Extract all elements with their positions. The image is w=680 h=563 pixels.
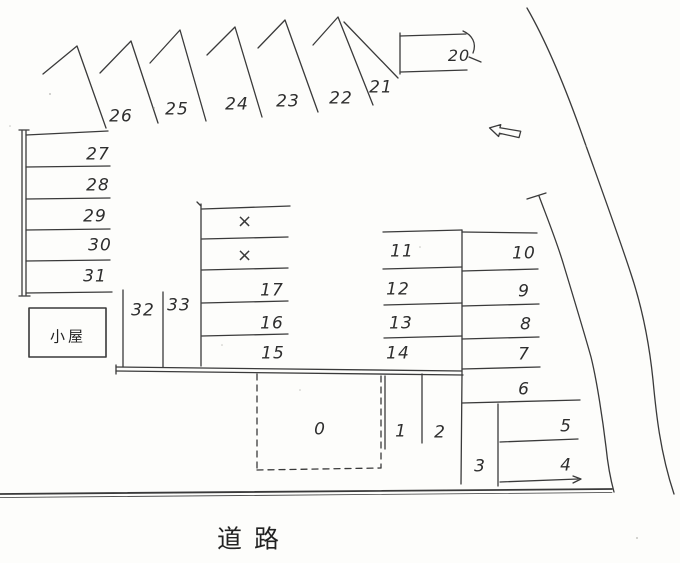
stall-label-28: 28: [86, 175, 110, 196]
paper-specks: [9, 93, 638, 539]
direction-left-arrow-icon: [488, 124, 522, 139]
right-block-outline: [382, 229, 541, 485]
stall-label-9: 9: [518, 281, 530, 302]
shed-outline: [28, 307, 107, 358]
stall-label-8: 8: [520, 314, 532, 335]
diagonal-stalls-outline: [42, 16, 399, 129]
blocked-stall-mark-1: ×: [236, 211, 254, 232]
stall-label-21: 21: [369, 77, 393, 98]
stall-label-29: 29: [83, 206, 107, 227]
stall-label-13: 13: [389, 313, 413, 334]
stall-label-33: 33: [167, 295, 191, 316]
stall-20-outline: [399, 30, 482, 75]
stall-label-7: 7: [518, 344, 530, 365]
road-edge-line: [0, 488, 613, 498]
stall-label-10: 10: [512, 243, 536, 264]
stall-label-5: 5: [560, 416, 572, 437]
left-column-outline: [25, 130, 113, 294]
stall-label-3: 3: [474, 456, 486, 477]
middle-column-outline: [196, 201, 291, 367]
stalls-1-2-outline: [384, 373, 423, 450]
stall-label-24: 24: [225, 94, 249, 115]
stall-label-32: 32: [131, 300, 155, 321]
road-label: 道路: [216, 524, 292, 554]
stall-label-26: 26: [109, 106, 133, 127]
stall-label-14: 14: [386, 343, 410, 364]
stall-label-1: 1: [395, 421, 407, 442]
stall-label-4: 4: [560, 455, 572, 476]
blocked-stall-mark-2: ×: [236, 245, 254, 266]
stall-label-11: 11: [390, 241, 414, 262]
stall-label-23: 23: [276, 91, 300, 112]
vertical-stalls-outline: [122, 289, 164, 368]
shed-label: 小屋: [49, 327, 87, 346]
stall-label-27: 27: [86, 144, 110, 165]
stall-label-2: 2: [434, 422, 446, 443]
bottom-right-outline: [461, 399, 582, 487]
stall-label-0: 0: [314, 419, 326, 440]
stall-label-17: 17: [260, 280, 284, 301]
stall-label-12: 12: [386, 279, 410, 300]
aisle-line: [115, 364, 464, 376]
stall-label-30: 30: [88, 235, 112, 256]
stall-label-25: 25: [165, 99, 189, 120]
stall-label-6: 6: [518, 379, 530, 400]
stall-label-15: 15: [261, 343, 285, 364]
stall-label-22: 22: [329, 88, 353, 109]
curved-road-lines: [526, 7, 675, 495]
left-wall-outline: [18, 129, 31, 297]
stall-label-16: 16: [260, 313, 284, 334]
stall-label-31: 31: [83, 266, 107, 287]
zero-box-dashed: [256, 373, 382, 471]
stall-label-20: 20: [447, 46, 471, 65]
